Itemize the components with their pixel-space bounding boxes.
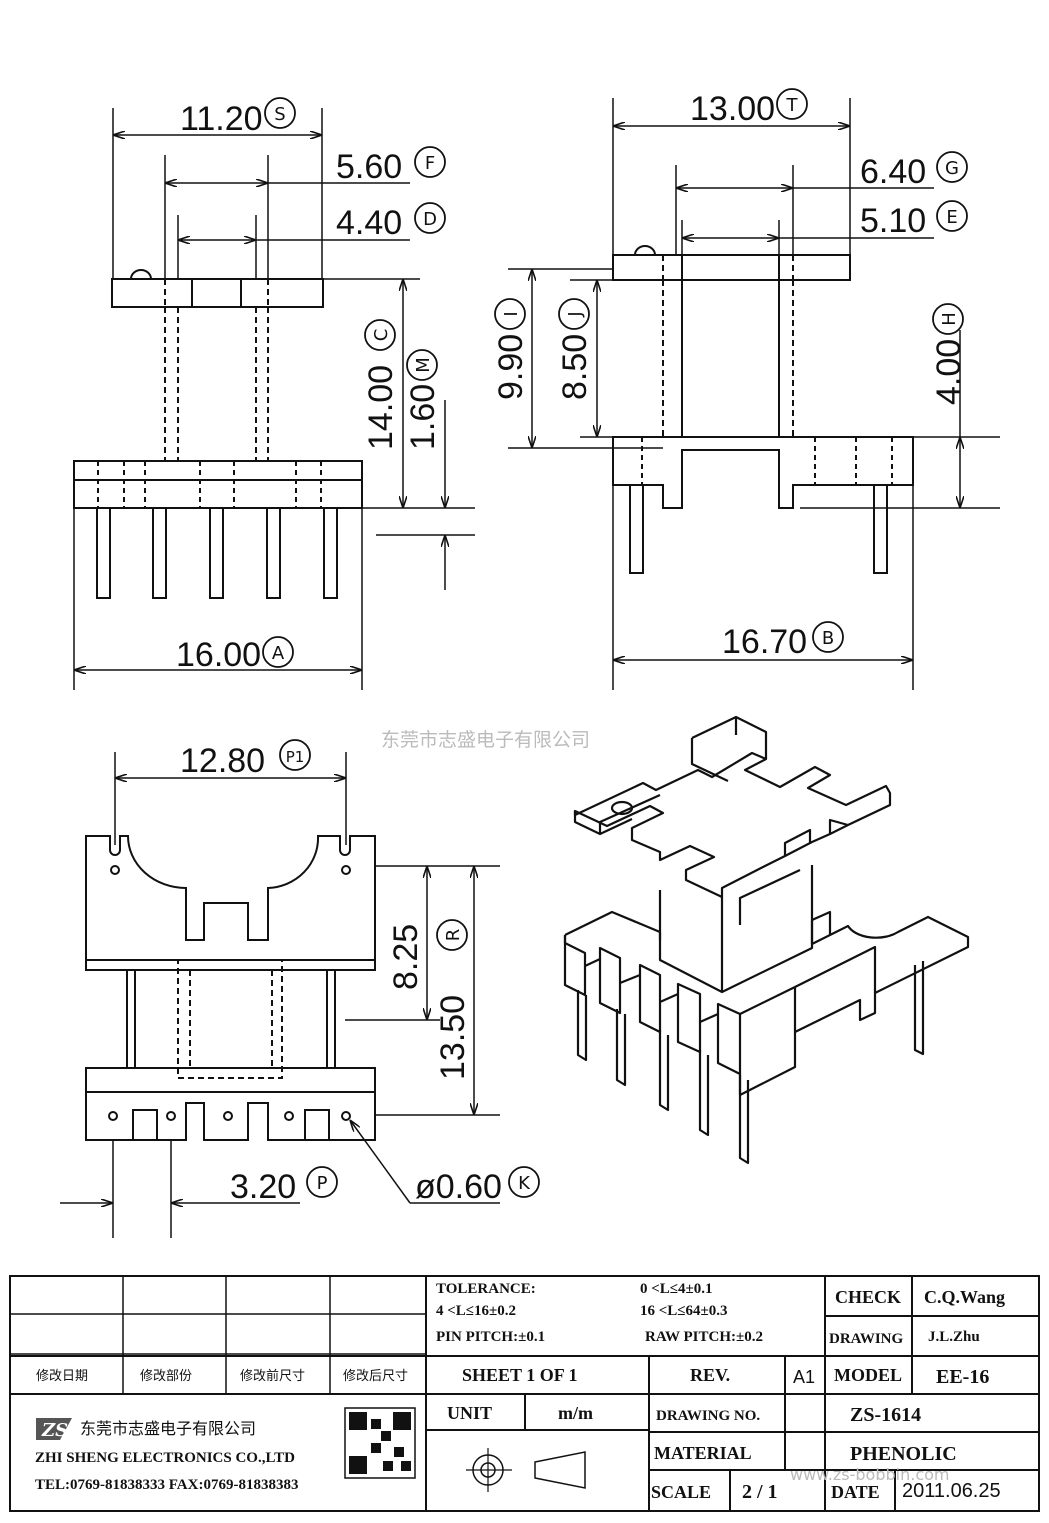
side-view (508, 98, 1000, 690)
isometric-view (563, 715, 970, 1165)
bottom-view (60, 752, 500, 1238)
title-block (9, 1275, 1040, 1512)
front-view (73, 108, 475, 690)
